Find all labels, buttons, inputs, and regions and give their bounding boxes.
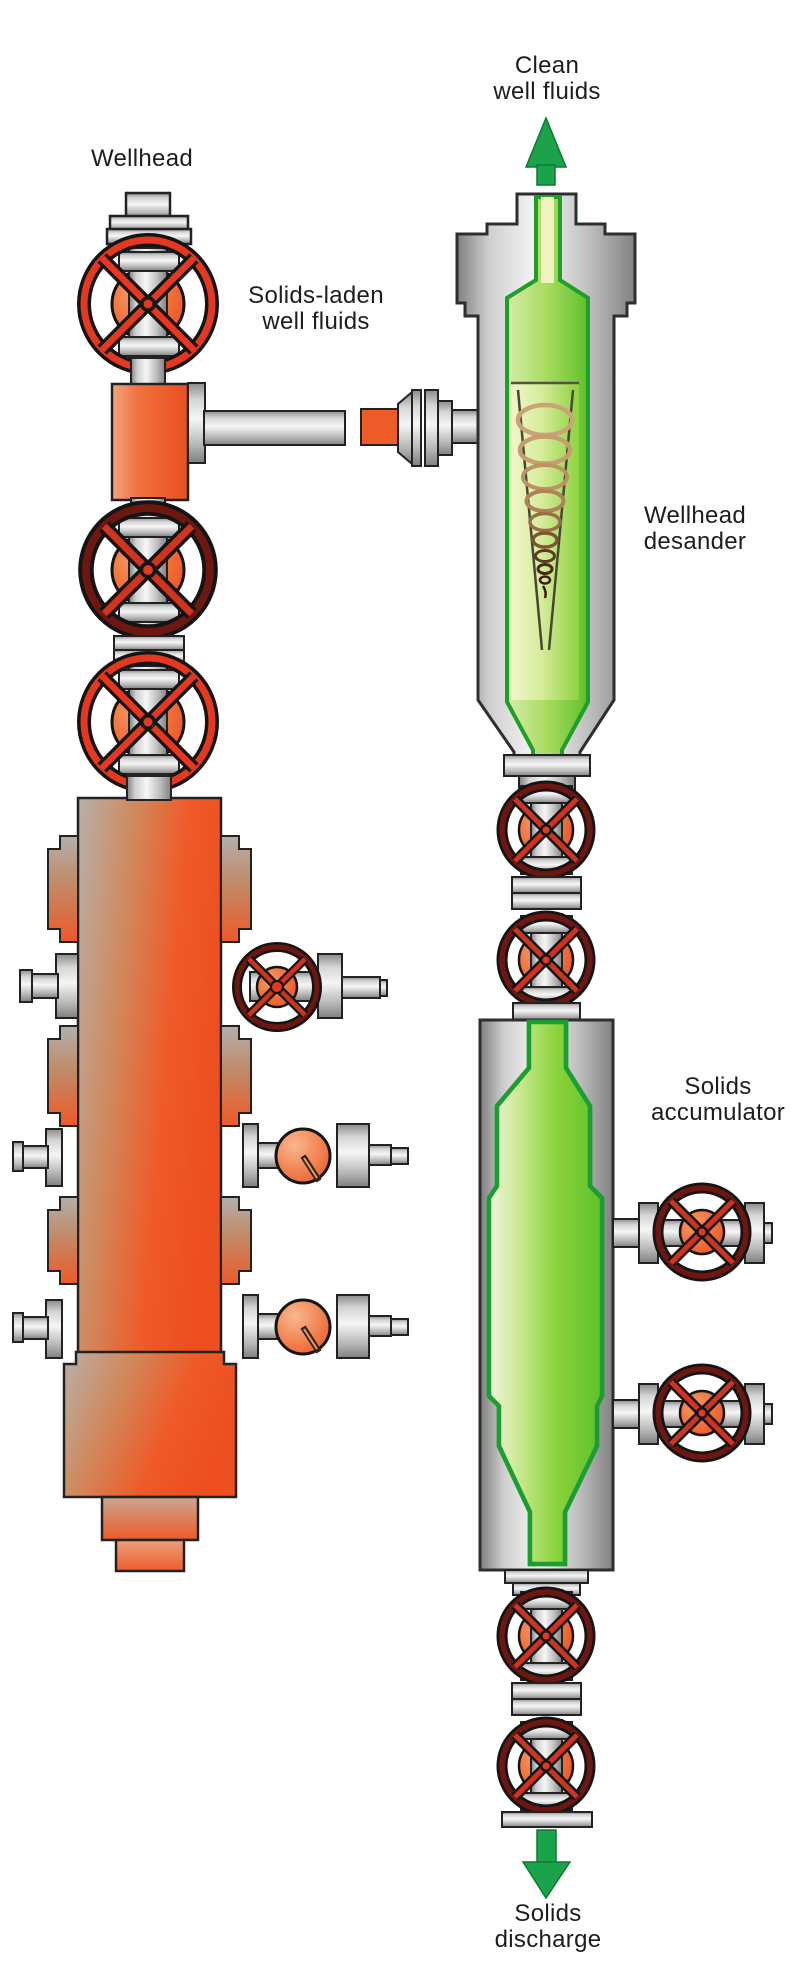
clean-fluids-up-arrow-icon	[524, 116, 568, 186]
clean-outlet-tube	[541, 197, 554, 283]
pressure-gauge	[242, 1294, 409, 1359]
isolation-valve-lower	[502, 914, 590, 1006]
wellhead-desander-label: Wellhead desander	[643, 502, 747, 555]
discharge-end-flange	[501, 1811, 593, 1828]
wellhead-side-lugs	[47, 835, 252, 1285]
pressure-gauge	[242, 1123, 409, 1188]
accumulator-side-valve-upper	[612, 1188, 773, 1276]
wing-valve-small	[237, 947, 388, 1027]
accumulator-outlet-flange	[504, 1569, 589, 1584]
master-valve-upper	[84, 240, 212, 368]
solids-discharge-down-arrow-icon	[521, 1829, 572, 1900]
wellhead-left-ports	[12, 953, 79, 1359]
body-neck	[126, 775, 172, 801]
accumulator-side-valve-lower	[612, 1369, 773, 1457]
union-flange	[424, 389, 439, 467]
solids-laden-label: Solids-laden well fluids	[248, 282, 384, 335]
flowline	[187, 382, 480, 467]
solids-discharge-label: Solids discharge	[494, 1900, 602, 1953]
casing-head-base	[100, 1495, 200, 1542]
master-valve-middle	[86, 497, 210, 632]
accumulator-inlet-flange	[512, 1002, 581, 1021]
discharge-valve-upper	[502, 1590, 590, 1682]
stack-flange	[113, 635, 185, 651]
riser-neck	[130, 357, 166, 387]
wellhead-lower-flange-band	[62, 1350, 238, 1499]
casing-stub	[114, 1538, 186, 1573]
wellhead-label: Wellhead	[90, 145, 194, 172]
spool-flange	[511, 1682, 582, 1700]
solids-laden-pipe	[360, 408, 400, 446]
tubing-head-riser	[110, 382, 190, 502]
wellhead-assembly	[12, 191, 409, 1573]
union-flange	[411, 389, 422, 467]
spool-flange	[511, 1698, 582, 1716]
desander-outlet-collar	[503, 754, 591, 777]
spool-flange	[511, 876, 582, 894]
wellhead-body	[76, 796, 223, 1356]
solids-accumulator-label: Solids accumulator	[650, 1073, 786, 1126]
wellhead-desander-vessel	[455, 192, 637, 792]
master-valve-lower	[84, 658, 212, 786]
vortex-spiral-icon	[515, 402, 575, 599]
discharge-valve-lower	[502, 1720, 590, 1812]
wellhead-top-cap	[124, 191, 172, 220]
clean-well-fluids-label: Clean well fluids	[493, 52, 601, 105]
isolation-valve-upper	[502, 784, 590, 876]
spool-flange	[511, 892, 582, 910]
